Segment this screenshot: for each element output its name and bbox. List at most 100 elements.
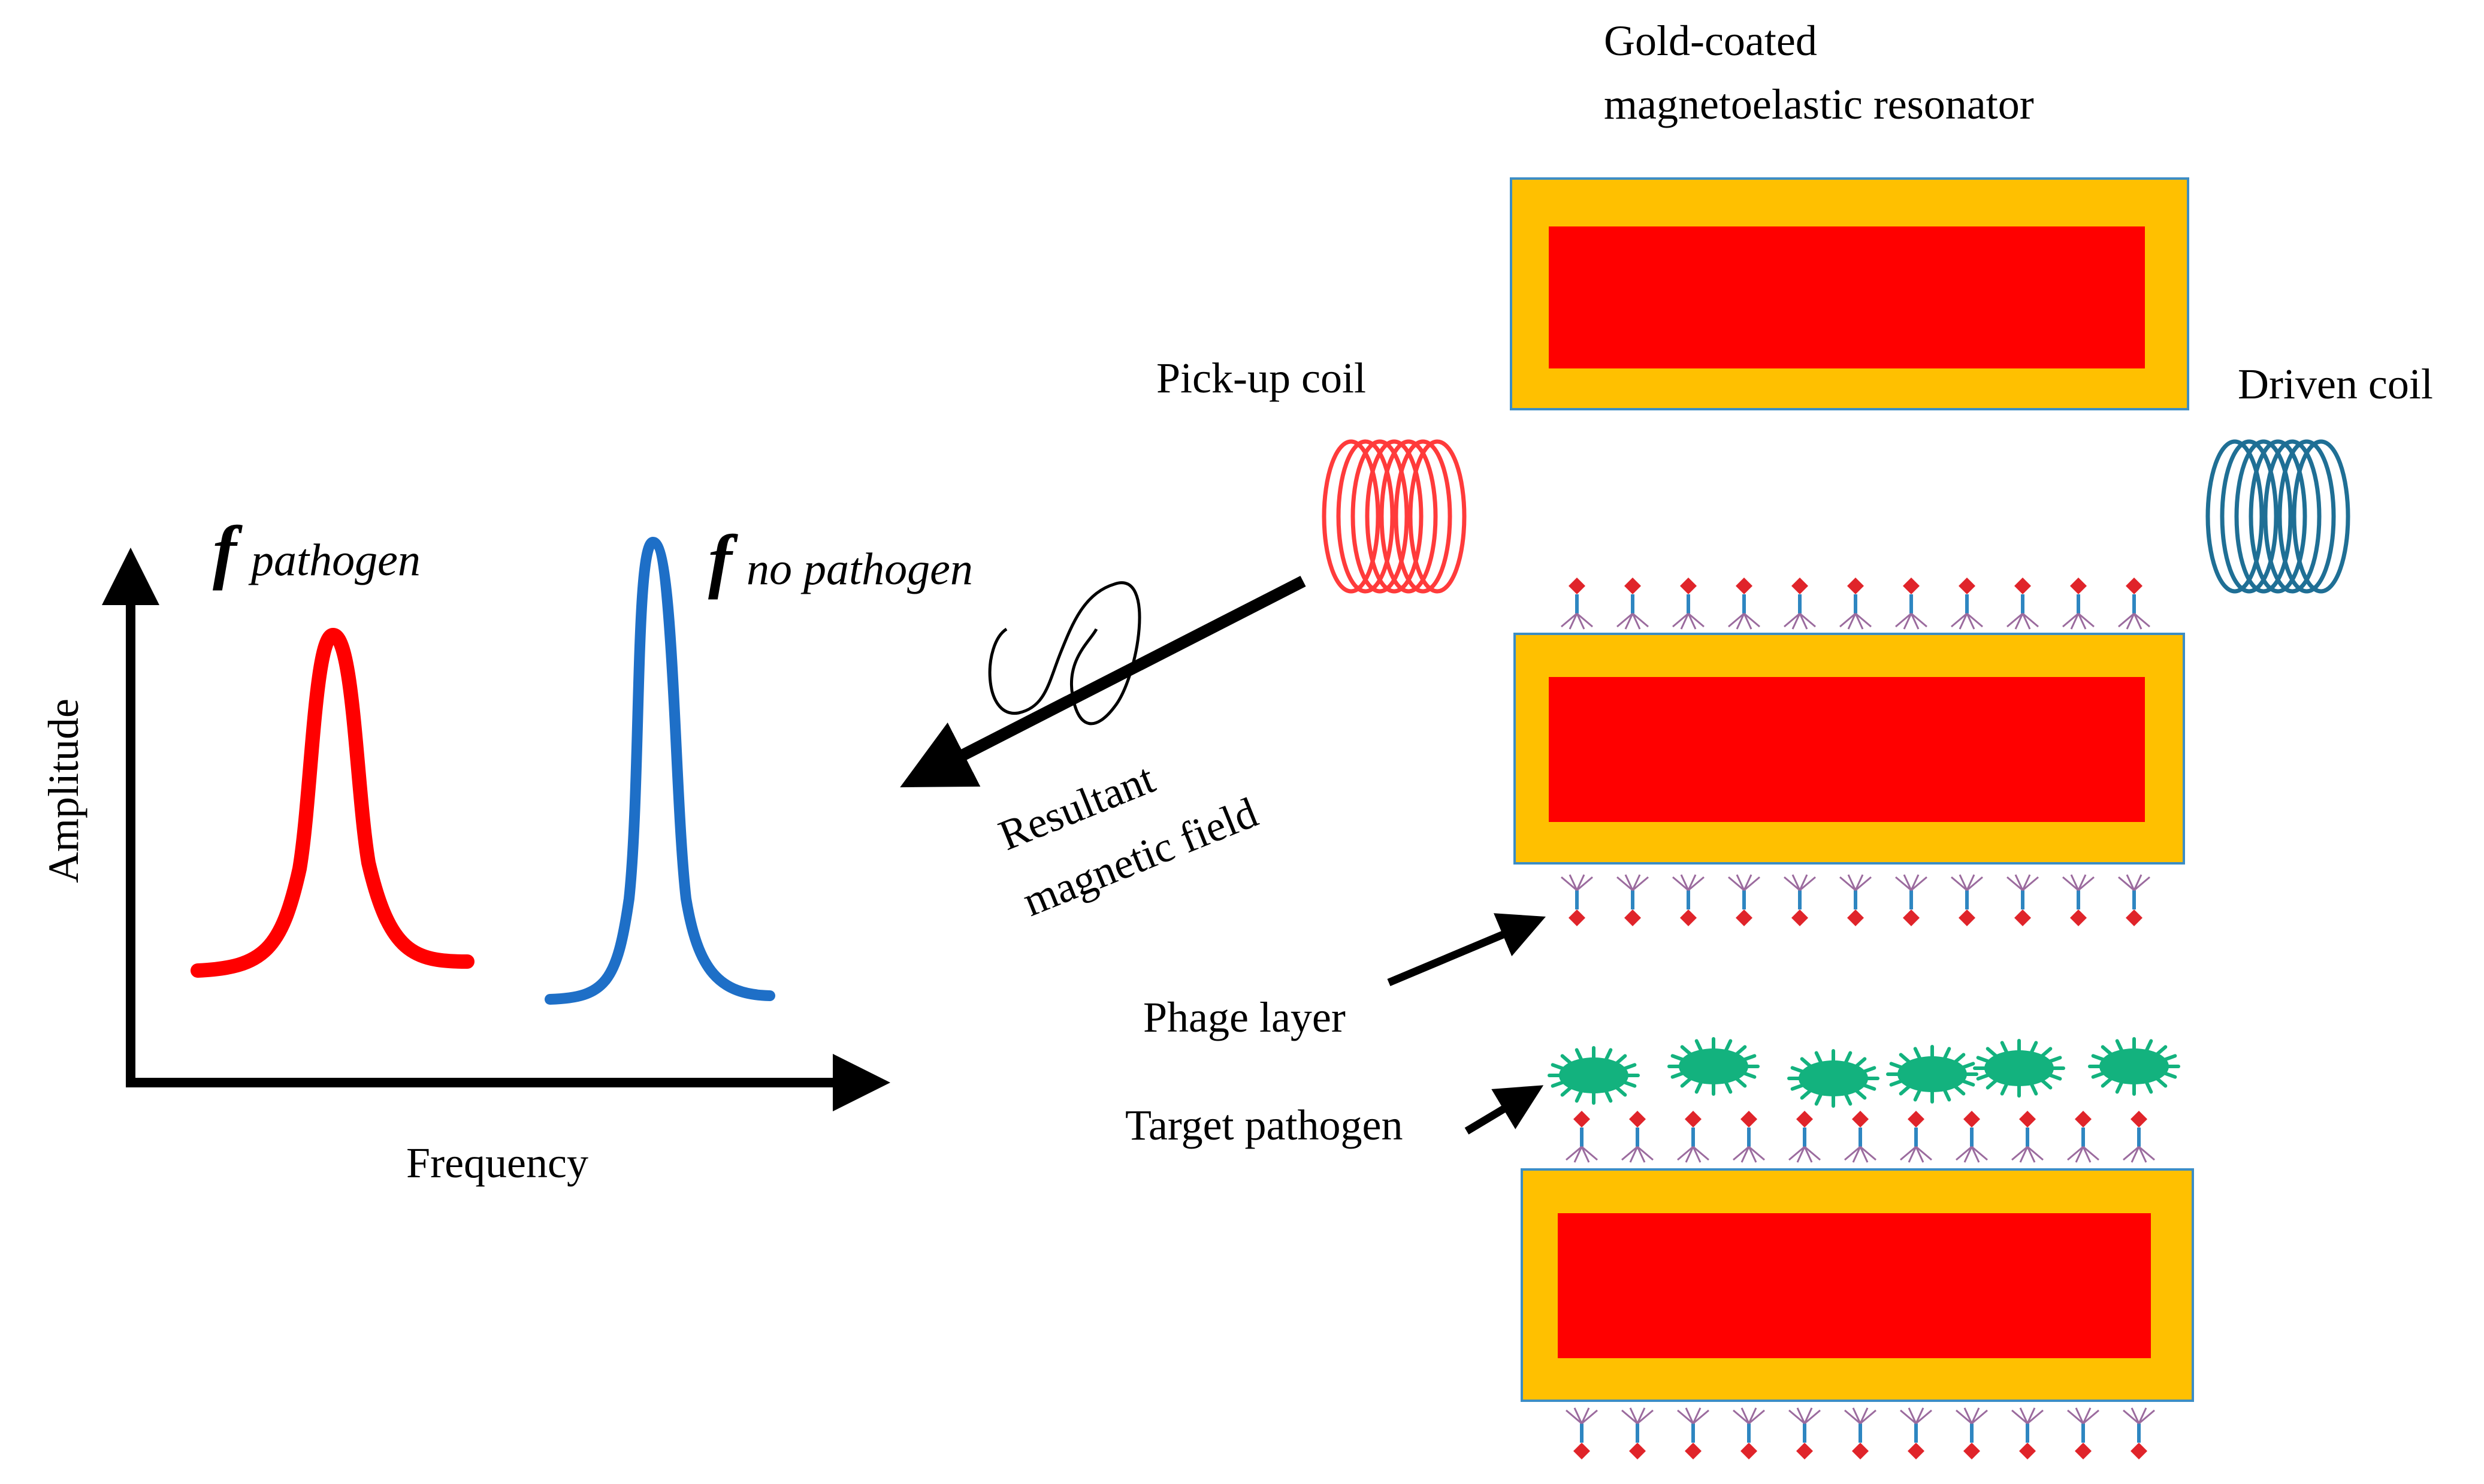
pathogen-cell: [2088, 1037, 2180, 1096]
phage-leg: [1743, 876, 1760, 891]
resonator-title-line2: magnetoelastic resonator: [1604, 80, 2034, 128]
phage-leg: [2138, 1146, 2147, 1163]
phage-leg: [1677, 1409, 1694, 1425]
phage-head: [1959, 909, 1975, 926]
phage-leg: [2126, 874, 2135, 891]
coil-loop: [1379, 439, 1438, 594]
phage-layer-arrow: [1387, 913, 1546, 986]
phage: [2006, 578, 2039, 630]
phage-leg: [2133, 613, 2142, 630]
phage-leg: [2022, 612, 2039, 628]
phage-leg: [1966, 874, 1975, 891]
phage-head: [1963, 1443, 1980, 1459]
phage-head: [2070, 578, 2087, 594]
phage-leg: [1915, 1146, 1932, 1161]
phage-head: [1685, 1443, 1702, 1459]
phage-head: [2126, 578, 2142, 594]
coil-loop: [2292, 439, 2350, 594]
phage-leg: [1688, 612, 1705, 628]
phage-leg: [1911, 612, 1927, 628]
phage-leg: [2067, 1146, 2084, 1161]
phage: [2062, 578, 2095, 630]
phage: [2006, 874, 2039, 926]
phage-leg: [1685, 1407, 1694, 1424]
phage-leg: [2062, 612, 2079, 628]
phage: [1844, 1111, 1876, 1163]
phage-leg: [2077, 874, 2087, 891]
phage-leg: [1632, 876, 1649, 891]
phage-head: [1685, 1111, 1702, 1128]
phage: [1788, 1407, 1821, 1459]
phage-leg: [1581, 1146, 1598, 1161]
phage-leg: [1908, 1407, 1917, 1424]
phage-leg: [2062, 876, 2079, 891]
coil-loop: [1394, 439, 1452, 594]
phage-leg: [1624, 613, 1634, 630]
phage-head: [1908, 1111, 1924, 1128]
phage-leg: [1844, 1146, 1861, 1161]
pickup-coil: [1322, 439, 1467, 594]
phage-leg: [1637, 1146, 1654, 1161]
phage-leg: [2019, 1146, 2029, 1163]
phage-leg: [1576, 874, 1585, 891]
phage-head: [1629, 1111, 1646, 1128]
phage-leg: [1616, 612, 1633, 628]
coil-loop: [2205, 439, 2264, 594]
phage-layer: [1566, 1111, 2155, 1163]
phage-leg: [1693, 1146, 1709, 1161]
pathogen-body: [1984, 1050, 2054, 1086]
pathogen-body: [1679, 1048, 1748, 1084]
phage-head: [1959, 578, 1975, 594]
phage-head: [1624, 578, 1641, 594]
phage-leg: [1847, 613, 1857, 630]
phage-leg: [1895, 876, 1912, 891]
phage-leg: [2014, 874, 2024, 891]
phage-layer: [1561, 874, 2150, 926]
phage-leg: [2118, 876, 2135, 891]
phage-leg: [1799, 874, 1808, 891]
phage-leg: [1566, 1146, 1582, 1161]
magnetoelastic-core: [1558, 1213, 2151, 1358]
phage-head: [2075, 1111, 2092, 1128]
phage-leg: [1740, 1146, 1750, 1163]
phage-leg: [1629, 1146, 1639, 1163]
phage-leg: [1804, 1409, 1821, 1425]
phage-layer: [1561, 578, 2150, 630]
phage-leg: [1859, 1146, 1869, 1163]
field-wave: [988, 581, 1141, 726]
phage-leg: [1687, 613, 1697, 630]
phage-leg: [1854, 613, 1864, 630]
phage: [1677, 1111, 1709, 1163]
pathogen-subscript: pathogen: [248, 535, 421, 585]
curve-no-pathogen: [545, 536, 775, 1005]
phage: [1733, 1111, 1765, 1163]
phage: [1895, 578, 1927, 630]
field-arrow: [900, 576, 1306, 788]
phage-leg: [1784, 612, 1800, 628]
phage-leg: [1799, 876, 1816, 891]
phage-leg: [1915, 1409, 1932, 1425]
phage: [1733, 1407, 1765, 1459]
f-no-pathogen-label: f no pathogen: [708, 520, 973, 600]
phage-leg: [1569, 613, 1578, 630]
phage-leg: [1736, 874, 1745, 891]
phage: [1616, 874, 1649, 926]
coil-loop: [1336, 439, 1395, 594]
phage-head: [2019, 1443, 2036, 1459]
driven-coil-label: Driven coil: [2238, 360, 2433, 408]
phage-head: [2131, 1111, 2147, 1128]
phage-leg: [1636, 1407, 1646, 1424]
phage-leg: [1748, 1146, 1757, 1163]
phage-leg: [2138, 1146, 2155, 1161]
phage: [1621, 1407, 1654, 1459]
phage-head: [2019, 1111, 2036, 1128]
coil-loop: [2249, 439, 2307, 594]
phage-leg: [1959, 613, 1968, 630]
phage-leg: [2131, 1407, 2140, 1424]
curve-pathogen: [191, 627, 475, 978]
phage-head: [1791, 909, 1808, 926]
phage-leg: [2070, 613, 2080, 630]
pathogen-body: [1897, 1056, 1967, 1092]
phage-leg: [2006, 876, 2023, 891]
